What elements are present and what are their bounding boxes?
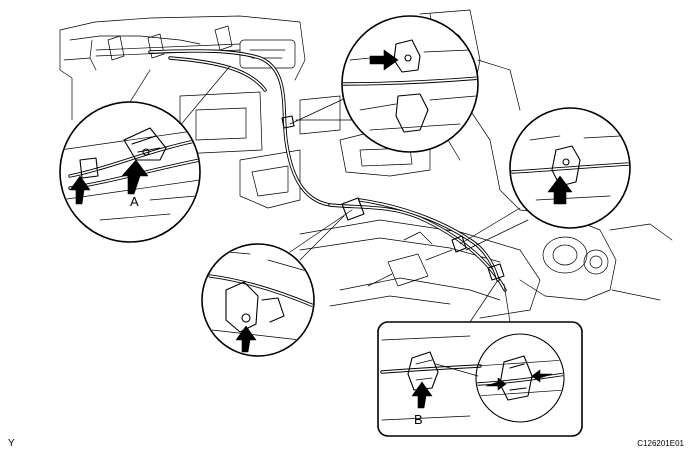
arrow-icon <box>121 159 149 195</box>
clamp-label-a: A <box>130 194 139 209</box>
view-mark: Y <box>8 438 15 449</box>
figure-code: C126201E01 <box>637 439 684 448</box>
arrow-icon <box>411 381 433 409</box>
arrow-icon <box>235 325 257 353</box>
callout-top-clamp <box>341 15 479 153</box>
arrow-icon <box>547 175 573 205</box>
callout-box-clamp-b: B <box>377 321 583 437</box>
arrow-icon <box>369 49 399 71</box>
brake-cable-routing <box>148 49 507 292</box>
callout-bottom-clamp <box>201 243 315 357</box>
callout-left-clamp: A <box>59 101 201 243</box>
clamp-label-b: B <box>414 412 423 427</box>
arrow-icon <box>69 175 91 205</box>
callout-right-clamp <box>509 107 631 229</box>
